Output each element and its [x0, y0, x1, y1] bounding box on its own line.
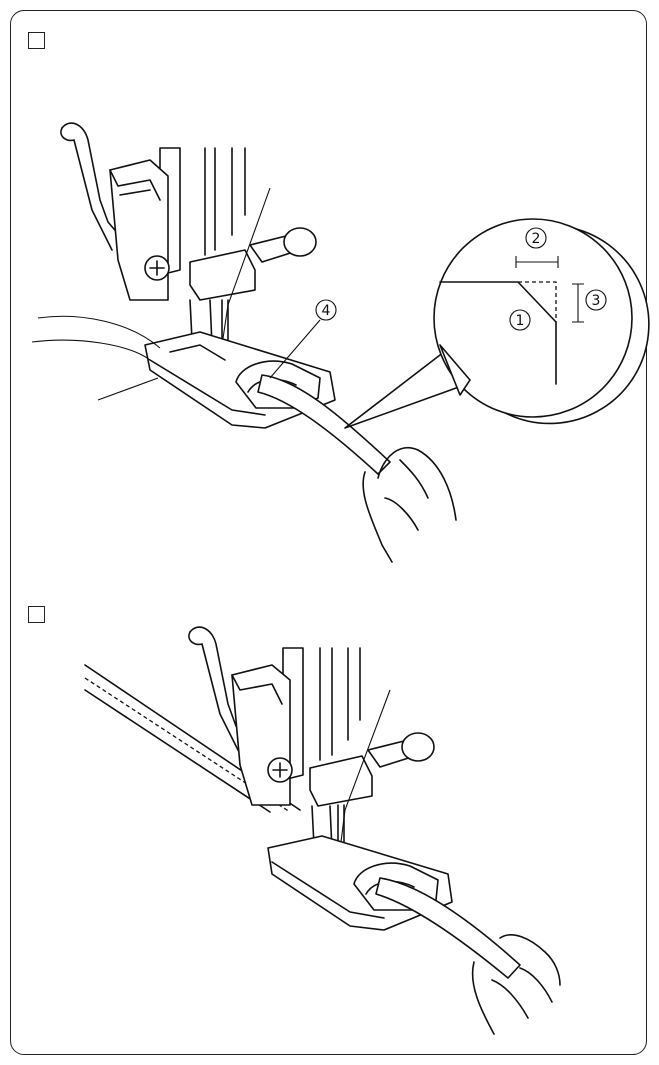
hand-2 [471, 934, 561, 1035]
hand-1 [362, 447, 457, 563]
callout-4-group: 4 [269, 299, 337, 379]
presser-foot-assembly-1 [60, 122, 391, 475]
presser-foot-assembly-2 [188, 626, 521, 979]
fabric-lines-1 [31, 315, 161, 401]
step-2-label [28, 606, 45, 623]
magnified-corner-detail: 2 3 1 [344, 218, 650, 429]
step-1-label [28, 32, 45, 49]
callout-1: 1 [516, 313, 525, 329]
callout-2: 2 [532, 231, 541, 247]
illustration-frame [10, 10, 647, 1055]
callout-4: 4 [322, 303, 331, 319]
callout-3: 3 [592, 293, 601, 309]
